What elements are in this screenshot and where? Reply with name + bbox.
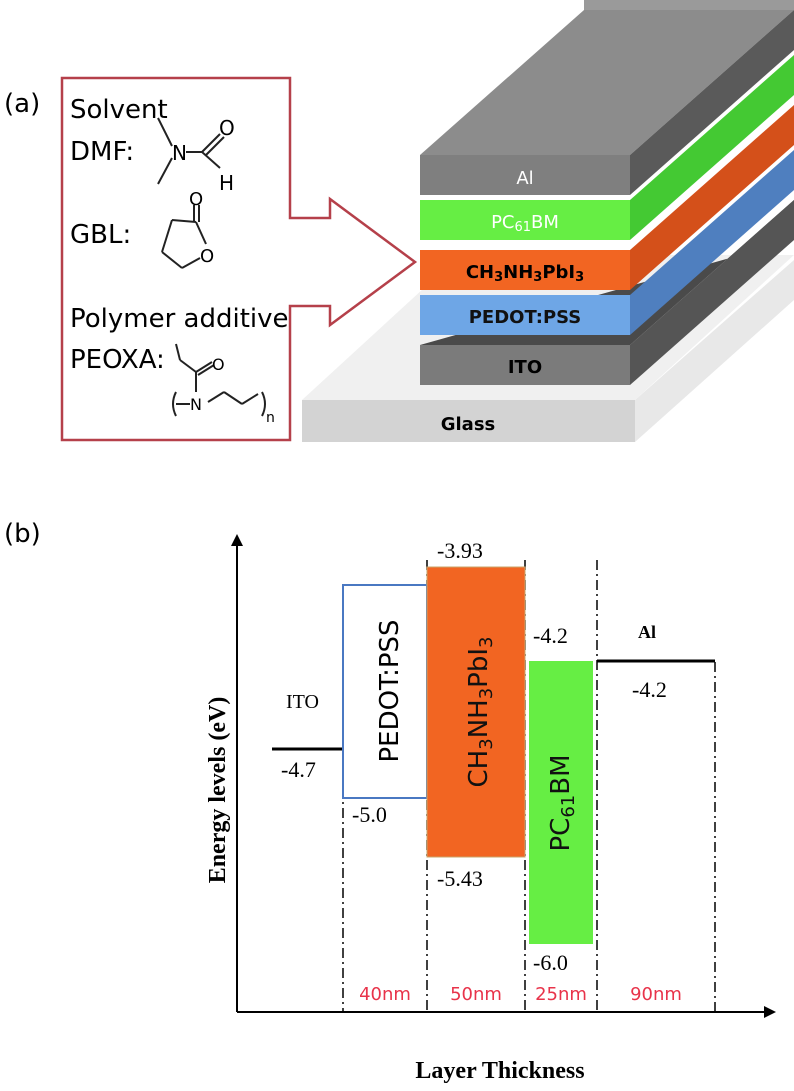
al-right-face [630, 10, 794, 195]
pcbm-lumo-value: -4.2 [533, 623, 568, 648]
peoxa-n-atom: N [190, 395, 202, 414]
dmf-n-atom: N [172, 141, 187, 165]
al-layer-label: Al [516, 168, 533, 189]
perovskite-right-face [630, 105, 794, 290]
glass-side [302, 260, 794, 442]
additive-heading: Polymer additive [70, 304, 289, 334]
panel-b-label: (b) [4, 519, 41, 549]
perovskite-homo-value: -5.43 [437, 866, 483, 891]
perovskite-energy-label: CH3NH3PbI3 [464, 637, 497, 788]
gbl-label: GBL: [70, 220, 131, 250]
ito-energy-value: -4.7 [281, 757, 316, 782]
perovskite-layer [420, 250, 630, 290]
panel-b: (b) Energy levels (eV) Layer Thickness I… [4, 519, 776, 1084]
glass-layer [302, 400, 635, 442]
perovskite-energy-box [426, 566, 526, 858]
pcbm-energy-label: PC61BM [546, 754, 579, 851]
dmf-o-atom: O [219, 116, 235, 140]
peoxa-structure [172, 343, 266, 417]
ito-energy-label: ITO [286, 691, 319, 713]
perovskite-lumo-value: -3.93 [437, 538, 483, 563]
device-stack: Al PC61BM CH3NH3PbI3 PEDOT:PSS ITO Glass [302, 0, 794, 442]
perovskite-layer-label: CH3NH3PbI3 [466, 262, 584, 285]
al-energy-label: Al [638, 622, 656, 642]
pedot-energy-box [342, 584, 428, 799]
pcbm-layer-label: PC61BM [491, 212, 559, 235]
y-axis-label: Energy levels (eV) [205, 697, 231, 884]
gbl-carbonyl-o: O [189, 189, 203, 210]
al-energy-value: -4.2 [632, 677, 667, 702]
pedot-energy-label: PEDOT:PSS [375, 619, 405, 762]
dmf-label: DMF: [70, 137, 134, 167]
panel-a: (a) Solvent DMF: N O H GBL: O O [4, 0, 794, 442]
dmf-h-atom: H [219, 171, 234, 195]
pedot-energy-value: -5.0 [352, 802, 387, 827]
peoxa-label: PEOXA: [70, 345, 165, 375]
al-top [420, 10, 794, 155]
dmf-structure [157, 117, 225, 185]
peoxa-o-atom: O [212, 355, 225, 374]
pcbm-layer [420, 200, 630, 240]
pedot-layer-label: PEDOT:PSS [469, 307, 582, 328]
gbl-ring-o: O [200, 246, 214, 267]
pedot-right-face [630, 150, 794, 335]
pcbm-right-face [630, 55, 794, 240]
al-layer [420, 155, 630, 195]
gbl-structure [161, 205, 207, 269]
thickness-pedot: 40nm [359, 984, 411, 1005]
thickness-al: 90nm [630, 984, 682, 1005]
x-axis-label: Layer Thickness [415, 1058, 584, 1084]
ito-layer [420, 345, 630, 385]
al-top-edge [584, 0, 794, 10]
peoxa-subscript-n: n [266, 410, 275, 426]
pcbm-energy-box [529, 661, 593, 944]
panel-a-label: (a) [4, 89, 40, 119]
thickness-perovskite: 50nm [450, 984, 502, 1005]
glass-layer-label: Glass [441, 414, 496, 435]
pedot-layer [420, 295, 630, 335]
solution-box-arrow-frame [60, 76, 418, 442]
ito-right-face [630, 200, 794, 385]
solvent-heading: Solvent [70, 95, 168, 125]
thickness-pcbm: 25nm [535, 984, 587, 1005]
ito-layer-label: ITO [508, 357, 542, 378]
pcbm-homo-value: -6.0 [533, 950, 568, 975]
